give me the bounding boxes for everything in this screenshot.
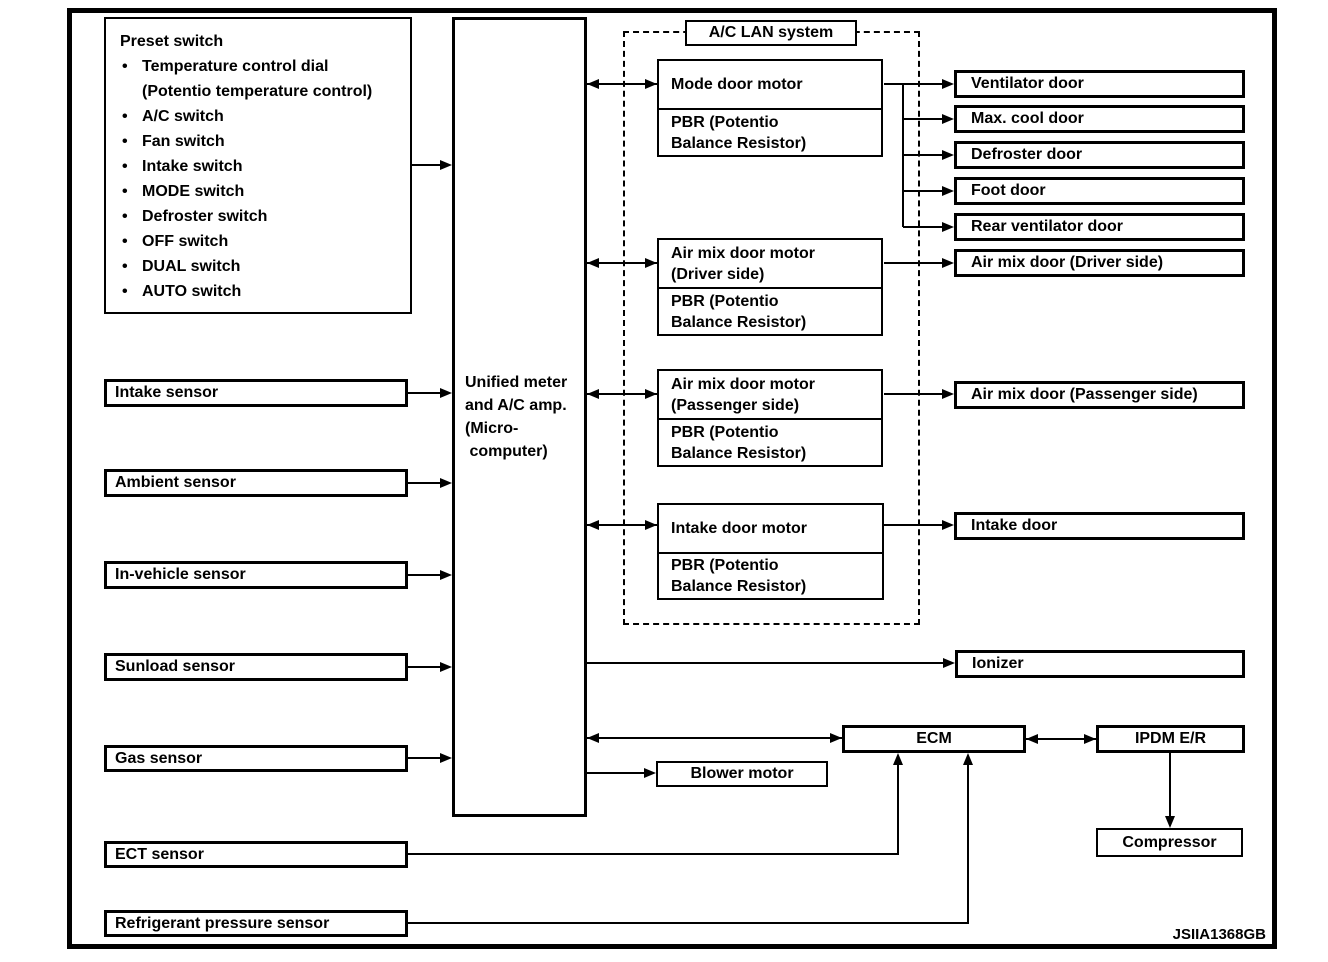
ionizer-box: Ionizer	[955, 650, 1245, 678]
intake-sensor-box: Intake sensor	[104, 379, 408, 407]
preset-switch-item: A/C switch	[106, 104, 404, 129]
intake-sensor-label: Intake sensor	[115, 384, 219, 401]
gas-sensor-box: Gas sensor	[104, 745, 408, 772]
preset-switch-item: Intake switch	[106, 154, 404, 179]
airmix-door-motor-passenger-box: Air mix door motor (Passenger side) PBR …	[657, 369, 883, 467]
max-cool-door-box: Max. cool door	[954, 105, 1245, 133]
foot-door-box: Foot door	[954, 177, 1245, 205]
sunload-sensor-box: Sunload sensor	[104, 653, 408, 681]
ambient-sensor-label: Ambient sensor	[115, 474, 236, 491]
airmix-door-passenger-box: Air mix door (Passenger side)	[954, 381, 1245, 409]
ventilator-door-box: Ventilator door	[954, 70, 1245, 98]
max-cool-door-label: Max. cool door	[971, 110, 1084, 127]
ac-lan-system-label-box: A/C LAN system	[685, 20, 857, 46]
ipdm-er-label: IPDM E/R	[1134, 730, 1207, 747]
pbr-label: PBR (Potentio Balance Resistor)	[671, 113, 807, 152]
preset-switch-item: OFF switch	[106, 229, 404, 254]
ect-sensor-box: ECT sensor	[104, 841, 408, 868]
ecm-label: ECM	[916, 730, 952, 747]
intake-door-box: Intake door	[954, 512, 1245, 540]
compressor-box: Compressor	[1096, 828, 1243, 857]
preset-switch-item: Temperature control dial (Potentio tempe…	[106, 54, 404, 104]
defroster-door-box: Defroster door	[954, 141, 1245, 169]
rear-ventilator-door-label: Rear ventilator door	[971, 218, 1124, 235]
ect-sensor-label: ECT sensor	[115, 845, 204, 863]
mode-door-motor-label: Mode door motor	[671, 76, 803, 93]
gas-sensor-label: Gas sensor	[115, 749, 203, 767]
unified-meter-amp-label: Unified meter and A/C amp. (Micro- compu…	[465, 374, 568, 460]
rear-ventilator-door-box: Rear ventilator door	[954, 213, 1245, 241]
in-vehicle-sensor-label: In-vehicle sensor	[115, 566, 246, 583]
pbr-label: PBR (Potentio Balance Resistor)	[671, 423, 807, 462]
airmix-door-driver-box: Air mix door (Driver side)	[954, 249, 1245, 277]
mode-door-motor-box: Mode door motor PBR (Potentio Balance Re…	[657, 59, 883, 157]
preset-switch-list: Temperature control dial (Potentio tempe…	[106, 54, 404, 304]
preset-switch-title: Preset switch	[120, 33, 224, 50]
airmix-door-passenger-label: Air mix door (Passenger side)	[971, 386, 1198, 403]
ventilator-door-label: Ventilator door	[971, 75, 1084, 92]
airmix-door-motor-driver-label: Air mix door motor (Driver side)	[671, 244, 816, 283]
ipdm-er-box: IPDM E/R	[1096, 725, 1245, 753]
preset-switch-box: Preset switch Temperature control dial (…	[104, 17, 412, 314]
blower-motor-box: Blower motor	[656, 761, 828, 787]
intake-door-motor-label: Intake door motor	[671, 520, 808, 537]
blower-motor-label: Blower motor	[690, 765, 794, 782]
compressor-label: Compressor	[1122, 833, 1217, 851]
airmix-door-motor-driver-box: Air mix door motor (Driver side) PBR (Po…	[657, 238, 883, 336]
pbr-label: PBR (Potentio Balance Resistor)	[671, 557, 807, 595]
airmix-door-driver-label: Air mix door (Driver side)	[971, 254, 1164, 271]
preset-switch-item: MODE switch	[106, 179, 404, 204]
sunload-sensor-label: Sunload sensor	[115, 658, 236, 675]
foot-door-label: Foot door	[971, 182, 1046, 199]
preset-switch-item: Defroster switch	[106, 204, 404, 229]
ambient-sensor-box: Ambient sensor	[104, 469, 408, 497]
preset-switch-item: Fan switch	[106, 129, 404, 154]
refrigerant-pressure-sensor-box: Refrigerant pressure sensor	[104, 910, 408, 937]
intake-door-label: Intake door	[971, 517, 1058, 534]
in-vehicle-sensor-box: In-vehicle sensor	[104, 561, 408, 589]
intake-door-motor-box: Intake door motor PBR (Potentio Balance …	[657, 503, 884, 600]
ecm-box: ECM	[842, 725, 1026, 753]
preset-switch-item: AUTO switch	[106, 279, 404, 304]
figure-id-text: JSIIA1368GB	[1172, 926, 1266, 943]
preset-switch-item: DUAL switch	[106, 254, 404, 279]
ionizer-label: Ionizer	[972, 655, 1024, 672]
airmix-door-motor-passenger-label: Air mix door motor (Passenger side)	[671, 375, 816, 414]
defroster-door-label: Defroster door	[971, 146, 1083, 163]
diagram-border	[67, 8, 1277, 949]
ac-lan-system-label: A/C LAN system	[708, 24, 834, 41]
pbr-label: PBR (Potentio Balance Resistor)	[671, 292, 807, 331]
unified-meter-amp-box: Unified meter and A/C amp. (Micro- compu…	[452, 17, 587, 817]
refrigerant-pressure-sensor-label: Refrigerant pressure sensor	[115, 914, 330, 932]
